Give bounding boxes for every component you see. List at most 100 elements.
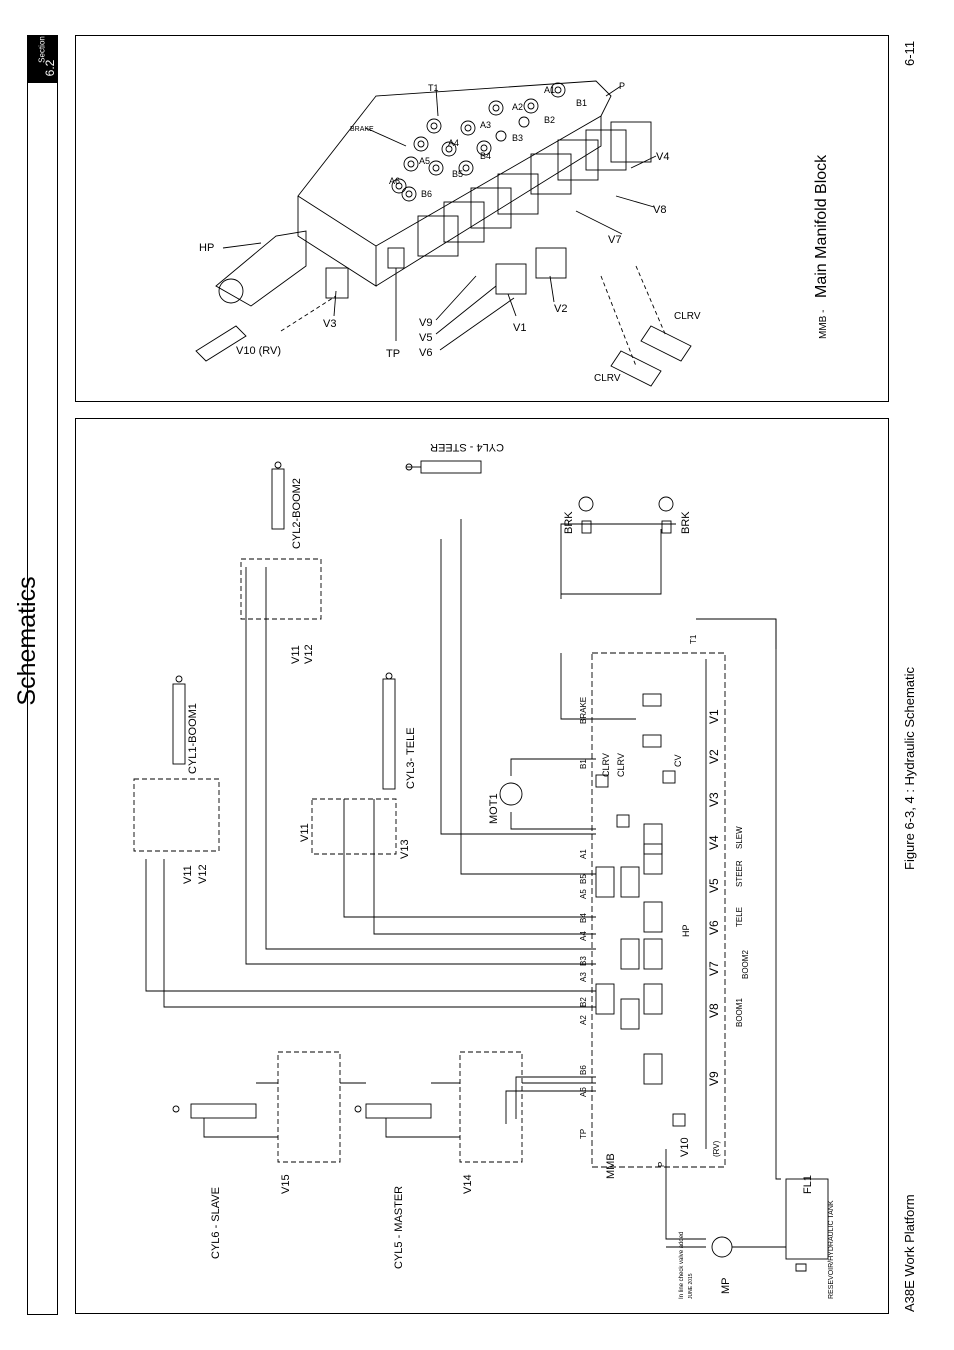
label-port-b2: B2 xyxy=(579,997,588,1007)
master-cylinder xyxy=(365,1103,432,1119)
manifold-top-face xyxy=(297,80,612,247)
hand-pump xyxy=(215,230,307,307)
label-brake: BRAKE xyxy=(579,697,588,724)
label-valve-v7: V7 xyxy=(707,961,721,976)
label-v10: V10 xyxy=(679,1137,691,1157)
figure-caption: Figure 6-3, 4 : Hydraulic Schematic xyxy=(902,666,917,870)
reservoir xyxy=(785,1178,829,1260)
label-fl1: FL1 xyxy=(802,1175,814,1194)
port-label-b3: B3 xyxy=(512,133,523,143)
label-valve-v2: V2 xyxy=(707,749,721,764)
port-label-t1: T1 xyxy=(428,83,439,93)
clrv-cartridge-a xyxy=(640,325,692,362)
v10-relief-valve xyxy=(195,325,247,362)
label-v4: V4 xyxy=(656,151,669,163)
label-tp: TP xyxy=(386,348,400,360)
label-port-b1: B1 xyxy=(579,759,588,769)
label-brk-b: BRK xyxy=(680,511,692,534)
label-clrv-2: CLRV xyxy=(616,753,626,777)
label-check-note-date: JUNE 2015 xyxy=(688,1273,694,1299)
v15-box xyxy=(277,1051,341,1163)
port-label-b6: B6 xyxy=(421,189,432,199)
label-v1: V1 xyxy=(513,322,526,334)
steer-cylinder xyxy=(420,460,482,474)
label-cv: CV xyxy=(673,754,683,767)
label-port-b5: B5 xyxy=(579,874,588,884)
port-label-p: P xyxy=(619,81,625,91)
label-clrv-1: CLRV xyxy=(601,753,611,777)
tele-cylinder xyxy=(382,678,396,790)
label-port-a6: A6 xyxy=(579,1087,588,1097)
label-cyl4: CYL4 - STEER xyxy=(430,441,504,453)
label-port-a1: A1 xyxy=(579,849,588,859)
brake-actuator-b xyxy=(658,496,674,512)
label-check-note: In line check valve added xyxy=(679,1232,685,1299)
label-fn-boom1: BOOM1 xyxy=(735,998,744,1027)
brake-actuator-a xyxy=(578,496,594,512)
port-label-a2: A2 xyxy=(512,102,523,112)
label-v11-boom1: V11 xyxy=(182,865,194,884)
label-valve-v4: V4 xyxy=(707,835,721,850)
label-fn-steer: STEER xyxy=(735,860,744,887)
label-brk-a: BRK xyxy=(563,511,575,534)
label-cyl2: CYL2-BOOM2 xyxy=(291,478,303,549)
label-v9: V9 xyxy=(419,317,432,329)
solenoid-valves xyxy=(417,121,652,295)
mmb-title-prefix: MMB - xyxy=(818,310,829,339)
port-label-a6: A6 xyxy=(389,176,400,186)
label-port-a2: A2 xyxy=(579,1015,588,1025)
mmb-box xyxy=(591,652,726,1168)
label-v8: V8 xyxy=(653,204,666,216)
label-tank: RESEVOIR/HYDRAULIC TANK xyxy=(828,1200,835,1299)
label-fn-boom2: BOOM2 xyxy=(741,950,750,979)
port-label-b4: B4 xyxy=(480,151,491,161)
boom1-cylinder xyxy=(172,683,186,765)
port-label-b2: B2 xyxy=(544,115,555,125)
label-v10: V10 (RV) xyxy=(236,345,281,357)
label-mot1: MOT1 xyxy=(488,793,500,824)
label-valve-v3: V3 xyxy=(707,792,721,807)
hydraulic-schematic: CYL4 - STEER CYL2-BOOM2 CYL1-BOOM1 CYL3-… xyxy=(133,441,835,1299)
v11-v13-box-tele xyxy=(311,798,397,855)
label-hp: HP xyxy=(681,924,691,937)
label-mmb: MMB xyxy=(605,1153,617,1179)
label-v6: V6 xyxy=(419,347,432,359)
label-v15: V15 xyxy=(280,1174,292,1194)
label-valve-v8: V8 xyxy=(707,1003,721,1018)
label-fn-slew: SLEW xyxy=(735,826,744,849)
label-cyl1: CYL1-BOOM1 xyxy=(187,703,199,774)
main-pump xyxy=(711,1236,733,1258)
label-port-a5: A5 xyxy=(579,889,588,899)
slave-cylinder xyxy=(190,1103,257,1119)
label-v14: V14 xyxy=(462,1174,474,1194)
port-fittings xyxy=(391,82,566,202)
label-hp: HP xyxy=(199,242,214,254)
label-port-a3: A3 xyxy=(579,972,588,982)
label-cyl3: CYL3- TELE xyxy=(405,727,417,789)
label-port-b6: B6 xyxy=(579,1065,588,1075)
label-p: P xyxy=(657,1162,666,1167)
label-port-b3: B3 xyxy=(579,956,588,966)
label-valve-v9: V9 xyxy=(707,1071,721,1086)
mmb-title: Main Manifold Block xyxy=(813,154,830,298)
label-valve-v5: V5 xyxy=(707,878,721,893)
manifold-drawing: T1 P A1 B1 A2 B2 A3 B3 A4 B4 A5 B5 A6 B6… xyxy=(195,80,830,387)
label-clrv-a: CLRV xyxy=(674,311,701,322)
label-v7: V7 xyxy=(608,234,621,246)
label-cyl5: CYL5 - MASTER xyxy=(393,1186,405,1269)
label-mp: MP xyxy=(720,1278,732,1295)
port-label-brake: BRAKE xyxy=(350,126,374,133)
slew-motor xyxy=(499,782,523,806)
label-valve-v1: V1 xyxy=(707,709,721,724)
clrv-cartridge-b xyxy=(610,350,662,387)
label-v10-rv: (RV) xyxy=(712,1140,721,1157)
label-v5: V5 xyxy=(419,332,432,344)
label-v11-boom2: V11 xyxy=(290,645,302,664)
manifold-front-face xyxy=(297,196,377,287)
label-port-a4: A4 xyxy=(579,931,588,941)
label-v11-tele: V11 xyxy=(299,823,311,842)
footer-product: A38E Work Platform xyxy=(902,1194,917,1312)
v11-v12-box-boom2 xyxy=(240,558,322,620)
label-tp: TP xyxy=(579,1129,588,1139)
